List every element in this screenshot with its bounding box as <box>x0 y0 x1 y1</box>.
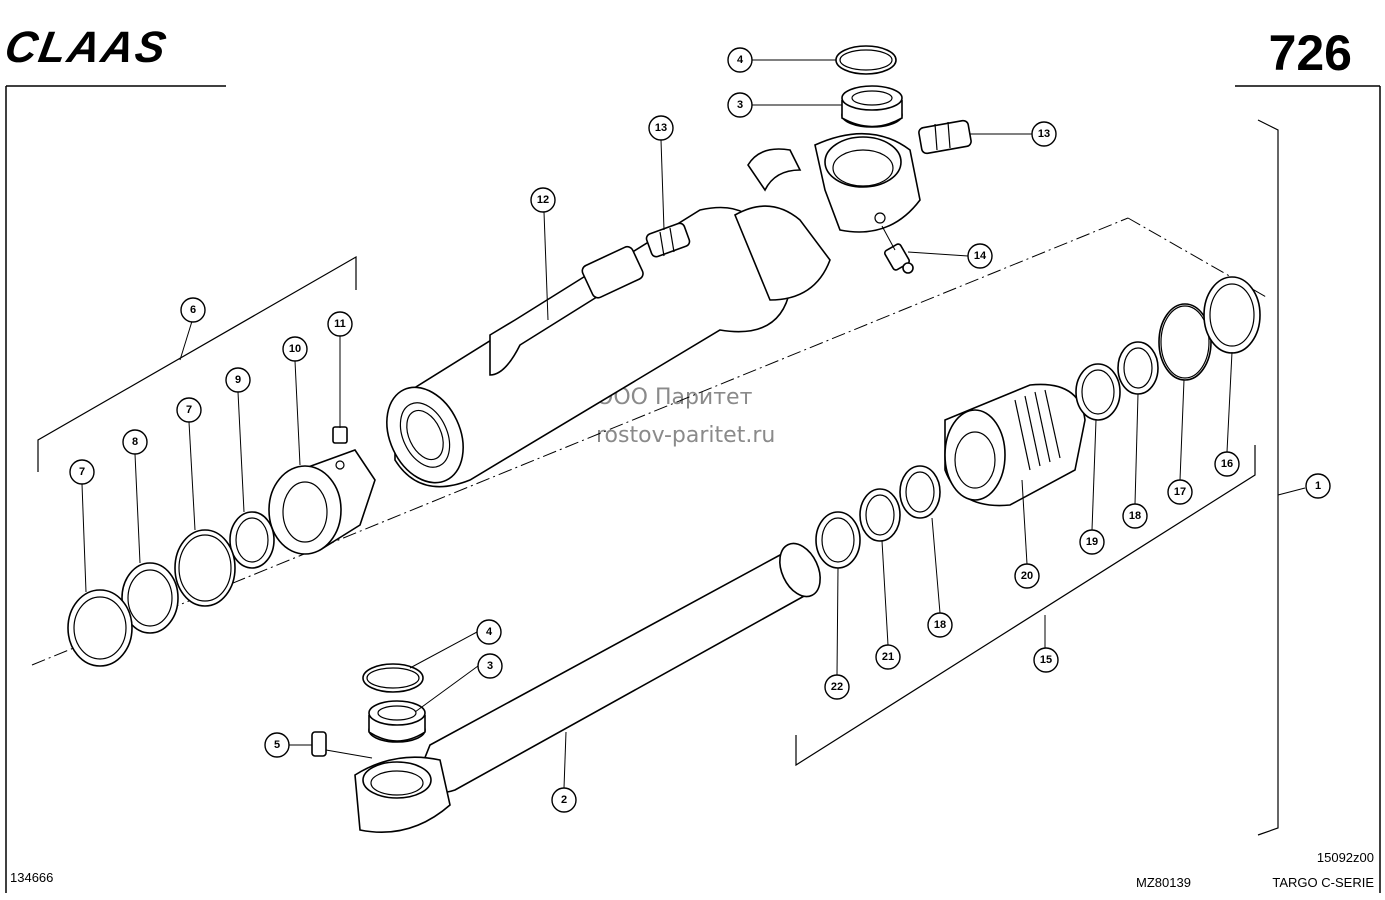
ring-7-b <box>174 529 236 607</box>
footer-right-code: 15092z00 <box>1317 850 1374 865</box>
ring-9 <box>229 511 275 569</box>
footer-left-code: 134666 <box>10 870 53 885</box>
bushing-3-bottom <box>368 700 426 743</box>
svg-text:7: 7 <box>79 466 85 478</box>
svg-text:10: 10 <box>289 343 301 355</box>
ring-19 <box>1075 363 1121 421</box>
callout-16: 16 <box>1214 451 1240 477</box>
svg-text:16: 16 <box>1221 458 1233 470</box>
grease-nipple-5 <box>311 731 327 757</box>
svg-text:19: 19 <box>1086 536 1098 548</box>
callout-8: 8 <box>122 429 148 455</box>
callout-3-top: 3 <box>727 92 753 118</box>
callout-6: 6 <box>180 297 206 323</box>
svg-text:21: 21 <box>882 651 894 663</box>
callout-13-mid: 13 <box>648 115 674 141</box>
svg-text:4: 4 <box>737 54 744 66</box>
set-screw-11 <box>332 426 348 444</box>
ring-16 <box>1203 276 1261 354</box>
bracket-6-leader <box>179 317 194 361</box>
svg-text:12: 12 <box>537 194 549 206</box>
svg-text:18: 18 <box>1129 510 1141 522</box>
ring-4-top <box>835 45 897 75</box>
watermark-url: rostov-paritet.ru <box>596 423 775 448</box>
grease-nipple-14 <box>884 243 914 274</box>
svg-text:5: 5 <box>274 739 280 751</box>
svg-text:9: 9 <box>235 374 241 386</box>
bracket-15 <box>795 445 1256 767</box>
callout-14: 14 <box>967 243 993 269</box>
ring-18-b <box>899 465 941 519</box>
svg-text:7: 7 <box>186 404 192 416</box>
fitting-13-top <box>918 119 972 155</box>
svg-text:20: 20 <box>1021 570 1033 582</box>
callout-9: 9 <box>225 367 251 393</box>
callout-18-a: 18 <box>1122 503 1148 529</box>
cylinder-eye-top <box>814 132 921 233</box>
svg-text:13: 13 <box>1038 128 1050 140</box>
svg-text:1: 1 <box>1315 480 1321 492</box>
svg-text:18: 18 <box>934 619 946 631</box>
callout-5: 5 <box>264 732 290 758</box>
callout-18-b: 18 <box>927 612 953 638</box>
brand-logo: CLAAS <box>1 23 171 72</box>
bracket-1-leader <box>1277 487 1306 496</box>
svg-text:6: 6 <box>190 304 196 316</box>
callout-20: 20 <box>1014 563 1040 589</box>
svg-text:13: 13 <box>655 122 667 134</box>
svg-text:14: 14 <box>974 250 987 262</box>
callout-21: 21 <box>875 644 901 670</box>
svg-text:3: 3 <box>737 99 743 111</box>
ring-17 <box>1158 303 1212 381</box>
ring-18-a <box>1117 341 1159 395</box>
svg-text:8: 8 <box>132 436 138 448</box>
callout-12: 12 <box>530 187 556 213</box>
callout-4-bottom: 4 <box>476 619 502 645</box>
axis-line-upper <box>1127 217 1269 299</box>
page-number: 726 <box>1269 25 1352 81</box>
callout-22: 22 <box>824 674 850 700</box>
piston-10 <box>268 449 376 555</box>
bracket-6 <box>37 255 357 472</box>
callout-3-bottom: 3 <box>477 653 503 679</box>
leader-lines <box>81 59 1233 789</box>
callout-13-right: 13 <box>1031 121 1057 147</box>
callout-7-b: 7 <box>176 397 202 423</box>
ring-22 <box>815 511 861 569</box>
cylinder-tube <box>386 205 831 488</box>
ring-8 <box>121 562 179 634</box>
callout-1: 1 <box>1305 473 1331 499</box>
callout-10: 10 <box>282 336 308 362</box>
callout-7-a: 7 <box>69 459 95 485</box>
svg-text:11: 11 <box>334 318 346 330</box>
cylinder-head-20 <box>944 383 1086 507</box>
ring-7-a <box>67 589 133 667</box>
bushing-3-top <box>841 85 903 128</box>
footer-center-code: MZ80139 <box>1136 875 1191 890</box>
ring-4-bottom <box>362 663 424 693</box>
callout-4-top: 4 <box>727 47 753 73</box>
callout-2: 2 <box>551 787 577 813</box>
svg-text:2: 2 <box>561 794 567 806</box>
svg-text:22: 22 <box>831 681 843 693</box>
bracket-1 <box>1257 119 1279 836</box>
ring-21 <box>859 488 901 542</box>
svg-text:4: 4 <box>486 626 493 638</box>
svg-text:17: 17 <box>1174 486 1186 498</box>
callout-15: 15 <box>1033 647 1059 673</box>
callout-17: 17 <box>1167 479 1193 505</box>
piston-rod <box>354 542 821 833</box>
footer-series: TARGO C-SERIE <box>1272 875 1374 890</box>
svg-text:3: 3 <box>487 660 493 672</box>
callout-11: 11 <box>327 311 353 337</box>
svg-text:15: 15 <box>1040 654 1052 666</box>
callout-19: 19 <box>1079 529 1105 555</box>
hydraulic-pipe <box>489 148 802 376</box>
